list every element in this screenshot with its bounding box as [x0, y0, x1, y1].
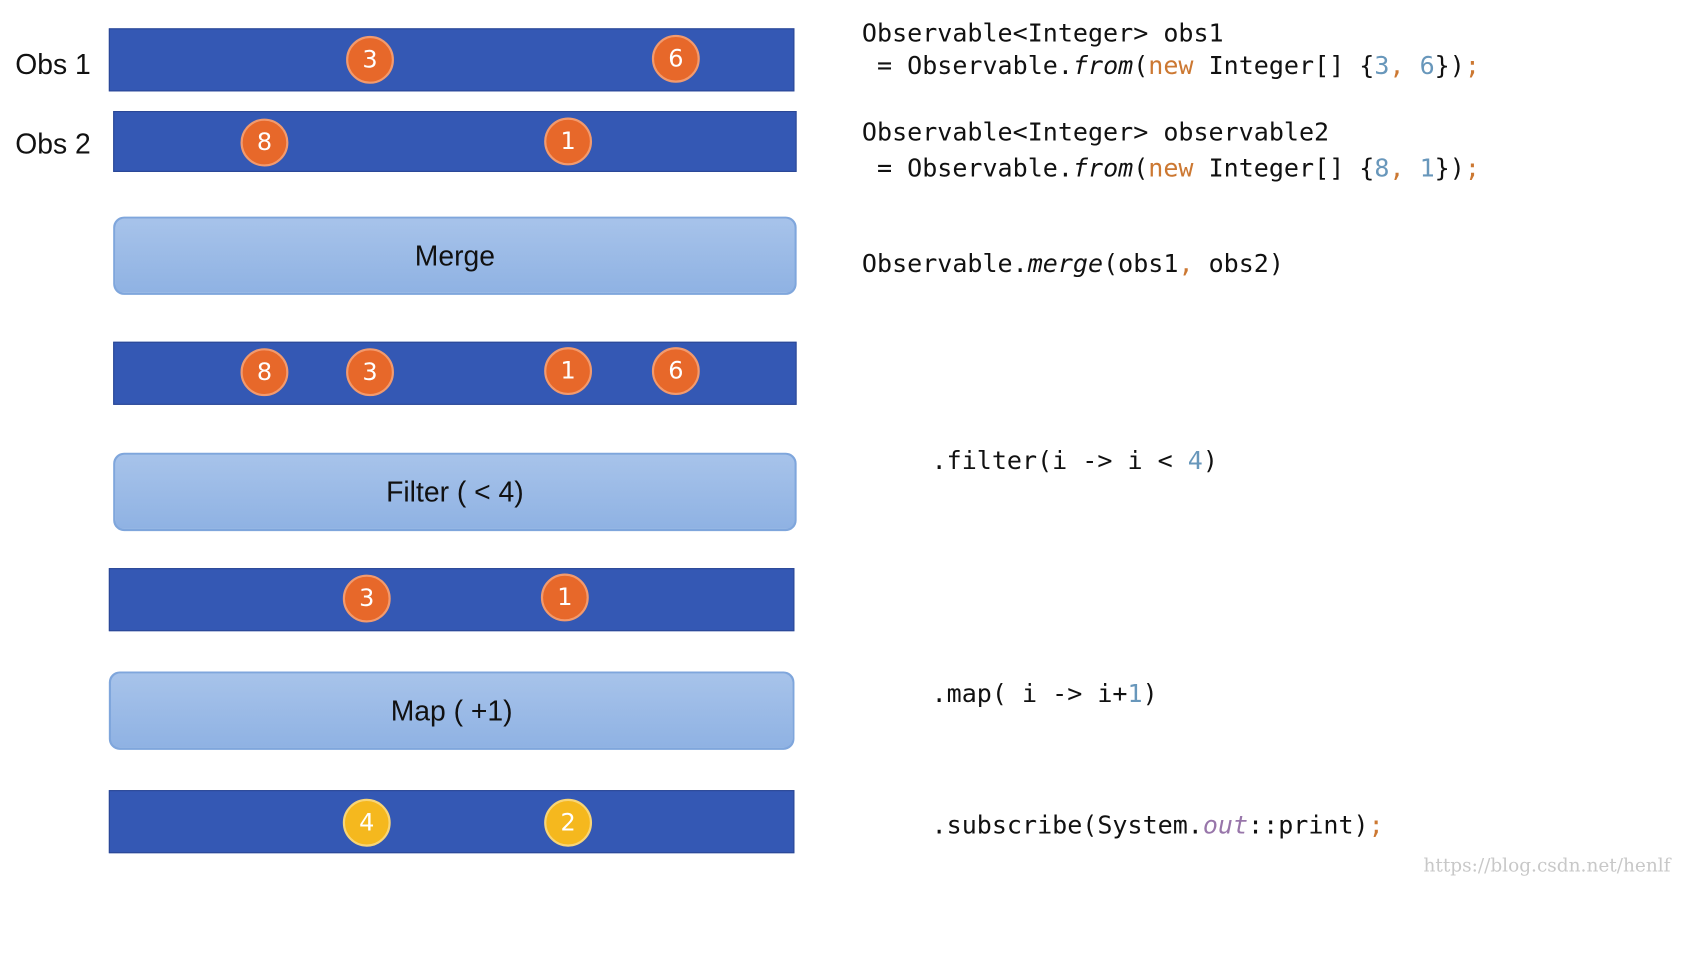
code-subscribe: .subscribe(System.out::print);: [931, 811, 1384, 841]
merge-label: Merge: [414, 238, 496, 272]
mapped-marble-2: 2: [544, 798, 593, 847]
merged-marble-6: 6: [651, 347, 700, 396]
mapped-lane: [108, 790, 795, 854]
filter-operator: Filter ( < 4): [113, 452, 797, 532]
code-map: .map( i -> i+1): [931, 680, 1158, 709]
watermark: https://blog.csdn.net/henlf: [1423, 855, 1671, 878]
obs1-marble-3: 3: [346, 35, 394, 84]
obs2-lane: [113, 111, 797, 172]
obs2-marble-1: 1: [544, 117, 593, 166]
filtered-marble-1: 1: [540, 573, 589, 622]
obs2-label: Obs 2: [15, 127, 91, 160]
filtered-marble-3: 3: [342, 574, 391, 623]
code-obs2-declaration: Observable<Integer> observable2 = Observ…: [862, 115, 1480, 187]
obs2-marble-8: 8: [240, 118, 289, 167]
filter-label: Filter ( < 4): [386, 475, 524, 508]
code-merge: Observable.merge(obs1, obs2): [861, 250, 1284, 279]
code-obs1-declaration: Observable<Integer> obs1 = Observable.fr…: [862, 17, 1480, 82]
mapped-marble-4: 4: [342, 798, 391, 847]
obs1-label: Obs 1: [15, 47, 91, 81]
code-filter: .filter(i -> i < 4): [931, 447, 1218, 476]
map-operator: Map ( +1): [108, 671, 795, 750]
map-label: Map ( +1): [390, 693, 513, 727]
merged-marble-3: 3: [346, 348, 394, 397]
code-line-2: = Observable.from(new Integer[] {3, 6});: [861, 52, 1480, 81]
code-line-3: Observable<Integer> observable2: [861, 118, 1330, 147]
merge-operator: Merge: [113, 216, 797, 295]
filtered-lane: [108, 568, 795, 632]
merged-marble-1: 1: [544, 347, 593, 396]
obs1-marble-6: 6: [651, 34, 700, 83]
code-line-1: Observable<Integer> obs1: [861, 19, 1224, 48]
merged-marble-8: 8: [240, 348, 289, 397]
code-line-4: = Observable.from(new Integer[] {8, 1});: [861, 154, 1480, 183]
